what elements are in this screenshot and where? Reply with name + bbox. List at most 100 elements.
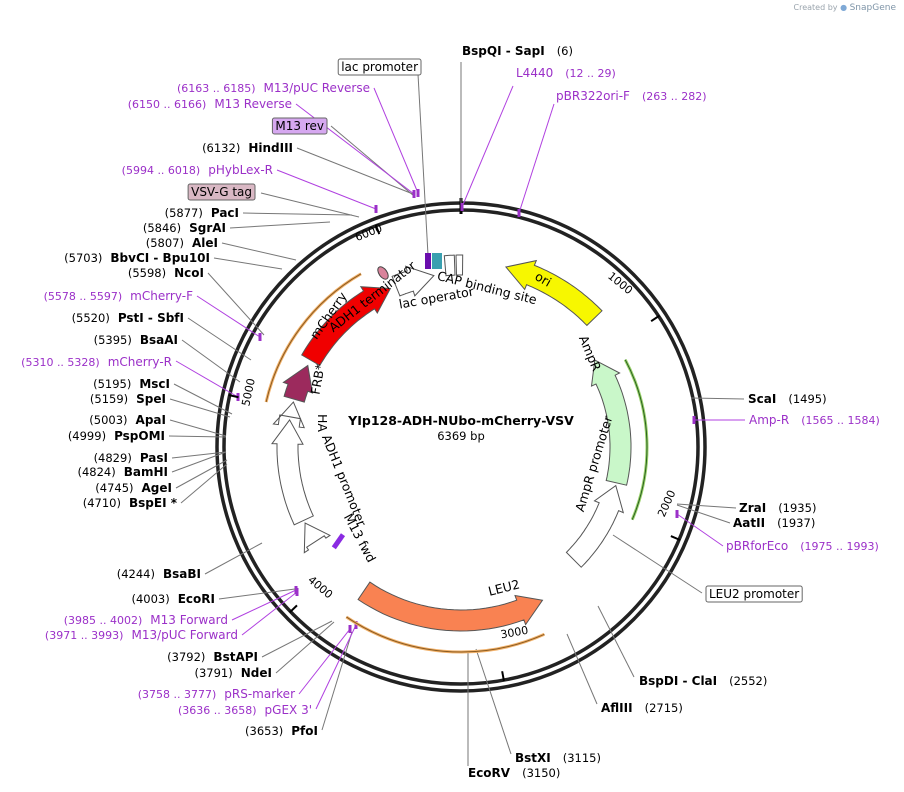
site-coord: (3653)	[245, 724, 283, 738]
site-name: NcoI	[174, 266, 204, 280]
feature-ampr-promoter-arrow	[565, 484, 625, 568]
site-coord: (5195)	[93, 377, 131, 391]
site-coord: (5310 .. 5328)	[21, 356, 100, 369]
site-coord: (263 .. 282)	[642, 90, 707, 103]
site-coord: (5846)	[143, 221, 181, 235]
site-label-pgex-3[interactable]: pGEX 3'(3636 .. 3658)	[178, 703, 312, 717]
site-label-pasi[interactable]: PasI(4829)	[94, 451, 168, 465]
leader-line	[417, 73, 429, 256]
site-label-alei[interactable]: AleI(5807)	[146, 236, 218, 250]
leader-line	[676, 504, 731, 524]
site-label-sgrai[interactable]: SgrAI(5846)	[143, 221, 226, 235]
site-label-vsv-g-tag[interactable]: VSV-G tag	[187, 183, 256, 201]
site-name: BamHI	[124, 465, 168, 479]
site-label-l4440[interactable]: L4440(12 .. 29)	[516, 66, 616, 80]
site-label-phyblex-r[interactable]: pHybLex-R(5994 .. 6018)	[122, 163, 273, 177]
site-name: EcoRI	[178, 592, 215, 606]
feature-arrows	[264, 253, 649, 654]
site-coord: (3150)	[522, 766, 560, 780]
site-name: pBRforEco	[726, 539, 788, 553]
site-coord: (6163 .. 6185)	[177, 82, 256, 95]
site-label-paci[interactable]: PacI(5877)	[165, 206, 239, 220]
site-label-m13-puc-reverse[interactable]: M13/pUC Reverse(6163 .. 6185)	[177, 81, 370, 95]
boxed-label-text: lac promoter	[341, 60, 418, 74]
site-label-lac-promoter[interactable]: lac promoter	[337, 58, 422, 76]
site-label-psti-sbfi[interactable]: PstI - SbfI(5520)	[72, 311, 184, 325]
site-label-m13-forward[interactable]: M13 Forward(3985 .. 4002)	[64, 613, 228, 627]
site-label-ecorv[interactable]: EcoRV(3150)	[468, 766, 560, 780]
site-coord: (5877)	[165, 206, 203, 220]
site-name: NdeI	[241, 666, 272, 680]
feature-cap-binding-site-arrow	[455, 254, 464, 276]
primer-marker	[374, 205, 378, 213]
site-label-pspomi[interactable]: PspOMI(4999)	[68, 429, 165, 443]
site-label-bamhi[interactable]: BamHI(4824)	[77, 465, 168, 479]
feature-leu2-arrow	[357, 581, 544, 632]
mcherry-orf-arc-core	[265, 273, 362, 403]
snapgene-logo-icon: ●	[840, 3, 848, 12]
site-label-aatii[interactable]: AatII(1937)	[733, 516, 815, 530]
feature-label-ampr: AmpR	[576, 333, 605, 374]
boxed-label-frame	[271, 117, 328, 135]
leader-line	[204, 542, 263, 575]
leader-line	[261, 620, 333, 658]
site-label-ncoi[interactable]: NcoI(5598)	[128, 266, 204, 280]
site-label-mcherry-f[interactable]: mCherry-F(5578 .. 5597)	[44, 289, 193, 303]
leader-line	[676, 513, 724, 547]
site-name: mCherry-R	[108, 355, 172, 369]
site-label-bspqi-sapi[interactable]: BspQI - SapI(6)	[462, 44, 573, 58]
site-label-ecori[interactable]: EcoRI (4003)	[131, 592, 215, 606]
tick-label: 4000	[305, 573, 335, 601]
site-coord: (12 .. 29)	[565, 67, 616, 80]
primer-marker	[416, 189, 420, 197]
primer-marker	[460, 203, 464, 211]
site-label-bsabi[interactable]: BsaBI(4244)	[117, 567, 201, 581]
site-name: PspOMI	[114, 429, 165, 443]
site-label-afliii[interactable]: AflIII(2715)	[601, 701, 683, 715]
site-label-mcherry-r[interactable]: mCherry-R (5310 .. 5328)	[21, 355, 172, 369]
site-label-bstapi[interactable]: BstAPI(3792)	[167, 650, 258, 664]
site-label-pfoi[interactable]: PfoI(3653)	[245, 724, 318, 738]
leader-line	[180, 463, 228, 504]
site-label-hindiii[interactable]: HindIII(6132)	[202, 141, 293, 155]
site-label-bbvci-bpu10i[interactable]: BbvCI - Bpu10I(5703)	[64, 251, 210, 265]
site-label-msci[interactable]: MscI(5195)	[93, 377, 170, 391]
site-label-ndei[interactable]: NdeI(3791)	[195, 666, 273, 680]
site-label-m13-puc-forward[interactable]: M13/pUC Forward(3971 .. 3993)	[45, 628, 238, 642]
site-coord: (4003)	[131, 592, 169, 606]
site-label-agei[interactable]: AgeI(4745)	[95, 481, 172, 495]
site-coord: (5159)	[90, 392, 128, 406]
site-coord: (5395)	[94, 333, 132, 347]
site-label-bstxi[interactable]: BstXI(3115)	[515, 751, 601, 765]
site-label-pbr322ori-f[interactable]: pBR322ori-F(263 .. 282)	[556, 89, 707, 103]
leader-line	[612, 534, 703, 594]
site-name: Amp-R	[749, 413, 789, 427]
site-label-pbrforeco[interactable]: pBRforEco (1975 .. 1993)	[726, 539, 879, 553]
site-label-amp-r[interactable]: Amp-R(1565 .. 1584)	[749, 413, 880, 427]
leader-line	[461, 85, 514, 208]
site-name: M13 Forward	[150, 613, 228, 627]
site-label-scai[interactable]: ScaI(1495)	[748, 392, 827, 406]
tick-label: 2000	[655, 488, 678, 519]
site-label-spei[interactable]: SpeI(5159)	[90, 392, 166, 406]
site-label-m13-reverse[interactable]: M13 Reverse(6150 .. 6166)	[128, 97, 292, 111]
site-name: AgeI	[142, 481, 172, 495]
site-coord: (1975 .. 1993)	[800, 540, 879, 553]
site-name: BbvCI - Bpu10I	[110, 251, 210, 265]
site-label-bsaai[interactable]: BsaAI(5395)	[94, 333, 178, 347]
site-label-m13-rev[interactable]: M13 rev	[271, 117, 328, 135]
site-label-bspdi-clai[interactable]: BspDI - ClaI(2552)	[639, 674, 767, 688]
site-labels: BspQI - SapI(6) L4440(12 .. 29) pBR322ori-…	[21, 44, 880, 780]
site-label-prs-marker[interactable]: pRS-marker(3758 .. 3777)	[138, 687, 295, 701]
site-label-leu2-promoter[interactable]: LEU2 promoter	[705, 585, 803, 603]
site-coord: (1495)	[788, 392, 826, 406]
feature-label-ha: HA	[315, 414, 330, 432]
leader-line	[298, 628, 351, 695]
site-label-zrai[interactable]: ZraI(1935)	[739, 501, 816, 515]
leader-line	[321, 631, 353, 731]
feature-lac-operator-arrow	[443, 254, 456, 277]
site-coord: (5520)	[72, 311, 110, 325]
site-label-apai[interactable]: ApaI(5003)	[89, 413, 166, 427]
site-label-bspei[interactable]: BspEI *(4710)	[83, 496, 178, 510]
leader-line	[276, 169, 377, 210]
